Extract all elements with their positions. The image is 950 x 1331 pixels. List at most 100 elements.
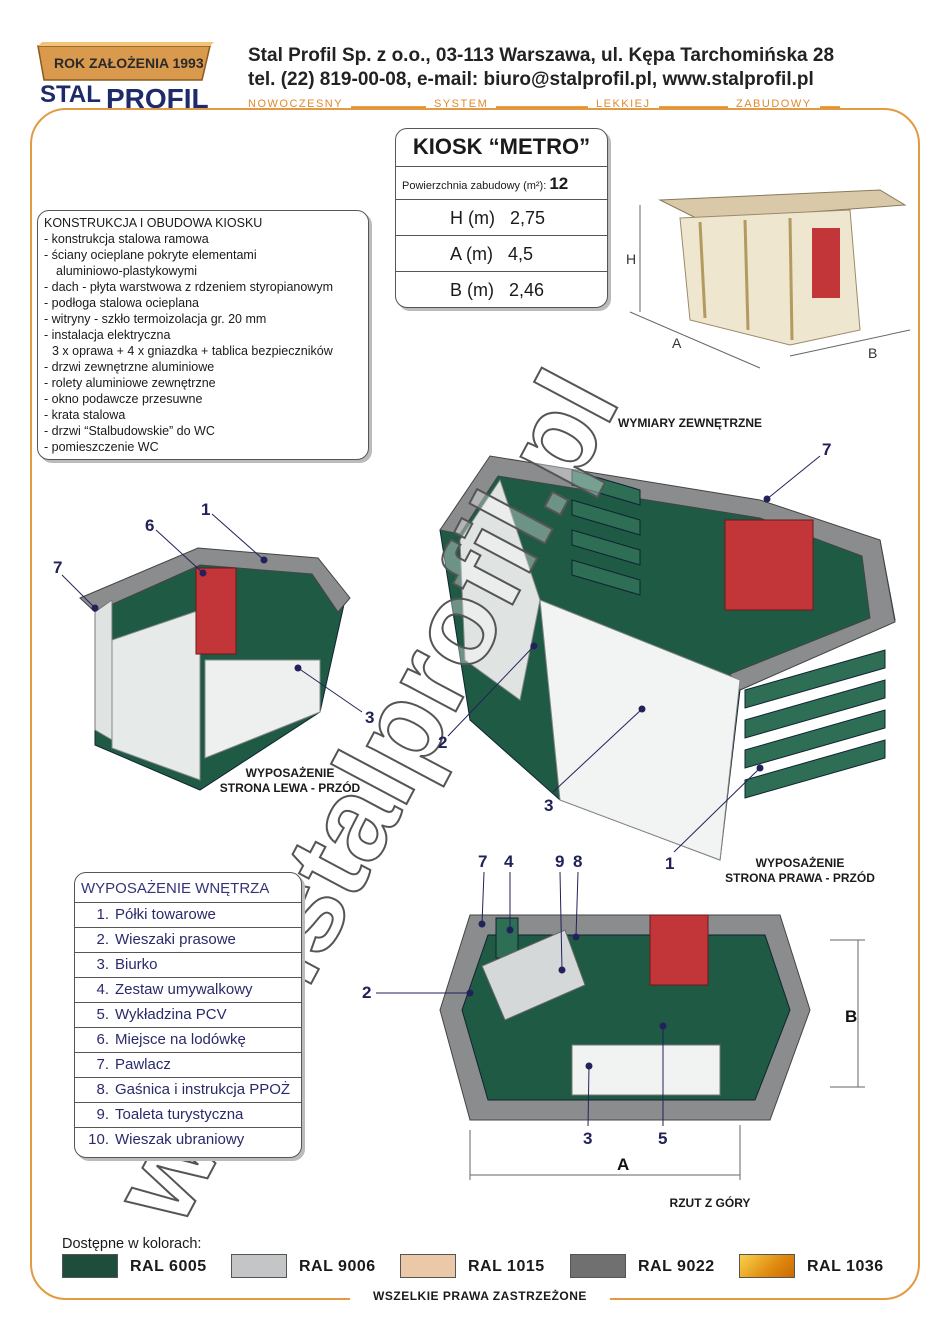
item-label: Półki towarowe: [115, 906, 216, 923]
list-item: - rolety aluminiowe zewnętrzne: [44, 376, 216, 390]
item-label: Toaleta turystyczna: [115, 1106, 244, 1123]
caption-top-view: RZUT Z GÓRY: [669, 1196, 751, 1210]
item-number: 2.: [96, 931, 109, 948]
table-row: 4.Zestaw umywalkowy: [75, 978, 301, 1003]
callout-left-6: 6: [145, 516, 155, 535]
table-row: 8.Gaśnica i instrukcja PPOŻ: [75, 1078, 301, 1103]
equipment-title: WYPOSAŻENIE WNĘTRZA: [75, 873, 301, 903]
list-item: 3 x oprawa + 4 x gniazdka + tablica bezp…: [52, 344, 333, 358]
construction-list: - konstrukcja stalowa ramowa - ściany oc…: [44, 231, 368, 455]
table-row: 9. Toaleta turystyczna: [75, 1103, 301, 1128]
callout-right-3: 3: [544, 796, 554, 815]
dim-a-label: A (m): [450, 244, 493, 264]
callout-plan-8: 8: [573, 852, 583, 871]
table-row: 3.Biurko: [75, 953, 301, 978]
list-item: - ściany ocieplane pokryte elementami: [44, 248, 257, 262]
swatch-ral-6005: [62, 1254, 118, 1278]
logo-brand-stal: STAL: [40, 81, 101, 108]
plan-dim-a: A: [617, 1155, 629, 1174]
kiosk-area-row: Powierzchnia zabudowy (m²): 12: [396, 167, 607, 200]
callout-plan-3: 3: [583, 1129, 593, 1148]
caption-left-line2: STRONA LEWA - PRZÓD: [219, 781, 361, 795]
item-label: Biurko: [115, 956, 158, 973]
logo-year-text: ROK ZAŁOŻENIA 1993: [54, 55, 204, 71]
slogan-word-4: ZABUDOWY: [728, 98, 820, 110]
kiosk-dim-a: A (m) 4,5: [396, 236, 607, 272]
caption-left-line1: WYPOSAŻENIE: [245, 766, 335, 780]
kiosk-area-label: Powierzchnia zabudowy (m²):: [402, 180, 547, 192]
item-number: 5.: [96, 1006, 109, 1023]
plan-view-drawing: [439, 914, 865, 1180]
company-address: Stal Profil Sp. z o.o., 03-113 Warszawa,…: [248, 45, 835, 66]
slogan-word-2: SYSTEM: [426, 98, 497, 110]
callout-plan-5: 5: [658, 1129, 668, 1148]
company-info: Stal Profil Sp. z o.o., 03-113 Warszawa,…: [248, 44, 928, 92]
table-row: 7. Pawlacz: [75, 1053, 301, 1078]
item-number: 6.: [96, 1031, 109, 1048]
table-row: 5.Wykładzina PCV: [75, 1003, 301, 1028]
item-label: Miejsce na lodówkę: [115, 1031, 246, 1048]
dim-letter-b: B: [868, 345, 877, 361]
dim-b-label: B (m): [450, 280, 494, 300]
callout-left-7: 7: [53, 558, 63, 577]
swatch-ral-1036: [739, 1254, 795, 1278]
swatch-ral-9006: [231, 1254, 287, 1278]
list-item: - drzwi zewnętrzne aluminiowe: [44, 360, 215, 374]
plan-dim-b: B: [845, 1007, 857, 1026]
callout-left-3: 3: [365, 708, 375, 727]
table-row: 1. Półki towarowe: [75, 903, 301, 928]
caption-external-dimensions: WYMIARY ZEWNĘTRZNE: [618, 416, 762, 430]
list-item: - witryny - szkło termoizolacja gr. 20 m…: [44, 312, 267, 326]
callout-right-7: 7: [822, 440, 832, 459]
list-item: - instalacja elektryczna: [44, 328, 171, 342]
caption-left-view: WYPOSAŻENIE STRONA LEWA - PRZÓD: [200, 766, 380, 796]
swatch-label-ral-1015: RAL 1015: [468, 1258, 545, 1275]
kiosk-area-value: 12: [549, 174, 569, 193]
table-row: 2.Wieszaki prasowe: [75, 928, 301, 953]
item-number: 9.: [96, 1106, 109, 1123]
item-number: 10.: [88, 1131, 109, 1148]
left-interior-drawing: [79, 547, 351, 791]
copyright-footer: WSZELKIE PRAWA ZASTRZEŻONE: [350, 1289, 610, 1303]
item-number: 4.: [96, 981, 109, 998]
list-item: - dach - płyta warstwowa z rdzeniem styr…: [44, 280, 333, 294]
company-contact: tel. (22) 819-00-08, e-mail: biuro@stalp…: [248, 69, 814, 90]
item-label: Wieszak ubraniowy: [115, 1131, 245, 1148]
construction-box: KONSTRUKCJA I OBUDOWA KIOSKU - konstrukc…: [37, 210, 369, 460]
kiosk-dim-h: H (m) 2,75: [396, 200, 607, 236]
right-interior-drawing: [439, 455, 896, 861]
dim-letter-h: H: [626, 251, 636, 267]
list-item: - konstrukcja stalowa ramowa: [44, 232, 209, 246]
swatch-ral-9022: [570, 1254, 626, 1278]
swatch-label-ral-6005: RAL 6005: [130, 1258, 207, 1275]
list-item: - krata stalowa: [44, 408, 126, 422]
dim-h-label: H (m): [450, 208, 495, 228]
list-item: - podłoga stalowa ocieplana: [44, 296, 199, 310]
dim-h-value: 2,75: [510, 208, 546, 228]
swatch-label-ral-9006: RAL 9006: [299, 1258, 376, 1275]
dim-a-value: 4,5: [508, 244, 534, 264]
item-number: 1.: [96, 906, 109, 923]
list-item: - pomieszczenie WC: [44, 440, 159, 454]
kiosk-dim-b: B (m) 2,46: [396, 272, 607, 308]
item-number: 7.: [96, 1056, 109, 1073]
slogan-word-3: LEKKIEJ: [588, 98, 659, 110]
callout-plan-7: 7: [478, 852, 488, 871]
equipment-table: WYPOSAŻENIE WNĘTRZA 1.Półki towarowe 2.W…: [74, 872, 302, 1158]
colors-label: Dostępne w kolorach:: [62, 1236, 202, 1252]
callout-plan-2: 2: [362, 983, 372, 1002]
list-item: aluminiowo-plastykowymi: [56, 264, 198, 278]
caption-right-line1: WYPOSAŻENIE: [755, 856, 845, 870]
list-item: - okno podawcze przesuwne: [44, 392, 203, 406]
swatch-label-ral-1036: RAL 1036: [807, 1258, 884, 1275]
slogan-bar: NOWOCZESNY SYSTEM LEKKIEJ ZABUDOWY: [240, 98, 840, 114]
table-row: 6. Miejsce na lodówkę: [75, 1028, 301, 1053]
item-label: Pawlacz: [115, 1056, 171, 1073]
callout-plan-9: 9: [555, 852, 565, 871]
table-row: 10. Wieszak ubraniowy: [75, 1128, 301, 1153]
construction-title: KONSTRUKCJA I OBUDOWA KIOSKU: [44, 216, 263, 230]
callout-right-2: 2: [438, 733, 448, 752]
swatch-label-ral-9022: RAL 9022: [638, 1258, 715, 1275]
callout-right-1: 1: [665, 854, 675, 873]
dim-letter-a: A: [672, 335, 682, 351]
